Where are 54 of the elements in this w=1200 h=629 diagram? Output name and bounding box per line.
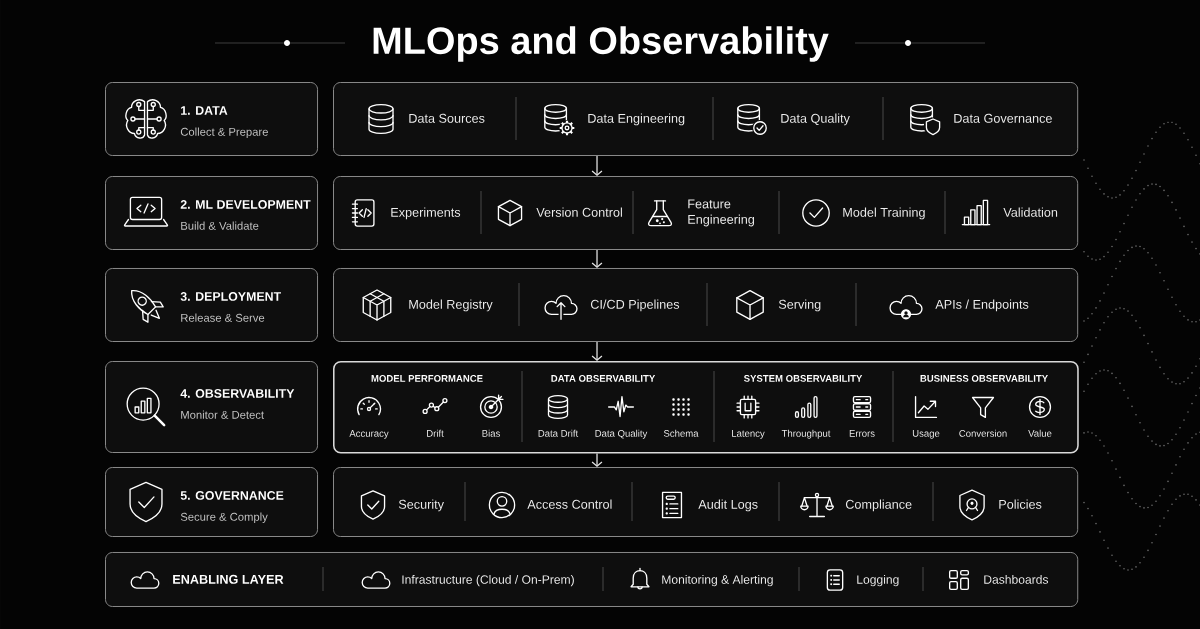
component-label: Serving <box>778 299 821 312</box>
component-label: Data Engineering <box>588 113 685 126</box>
component-label: Experiments <box>391 207 461 220</box>
component-label: Policies <box>999 499 1042 509</box>
stage-subtitle: Build & Validate <box>181 221 259 230</box>
group-heading: SYSTEM OBSERVABILITY <box>743 375 863 382</box>
stage-subtitle: Secure & Comply <box>180 512 268 524</box>
component-label: Data Quality <box>781 113 850 126</box>
component-label: Audit Logs <box>698 499 758 512</box>
stage-title: 5. GOVERNANCE <box>180 491 284 500</box>
metric-label: Errors <box>849 430 875 437</box>
component-label: Feature Engineering <box>688 199 754 227</box>
component-label: Access Control <box>527 499 612 509</box>
metric-label: Drift <box>427 429 444 437</box>
metric-label: Conversion <box>959 429 1007 437</box>
stage-title: 3. DEPLOYMENT <box>180 292 281 301</box>
stage-title: 1. DATA <box>181 106 228 115</box>
component-label: Model Training <box>843 207 925 220</box>
component-label: Logging <box>857 574 899 587</box>
component-label: APIs / Endpoints <box>935 299 1029 312</box>
group-heading: DATA OBSERVABILITY <box>551 375 656 382</box>
metric-label: Throughput <box>781 429 831 439</box>
metric-label: Value <box>1028 429 1052 437</box>
metric-label: Accuracy <box>349 430 389 439</box>
metric-label: Data Quality <box>595 429 648 439</box>
component-label: CI/CD Pipelines <box>590 299 680 312</box>
component-label: Monitoring & Alerting <box>662 574 773 587</box>
component-label: Dashboards <box>984 574 1049 584</box>
component-label: Security <box>398 499 444 512</box>
layer-title: ENABLING LAYER <box>173 574 284 584</box>
component-label: Compliance <box>845 499 912 512</box>
arrow <box>591 249 603 268</box>
metric-label: Data Drift <box>538 429 579 437</box>
stage-subtitle: Monitor & Detect <box>181 410 264 419</box>
component-label: Validation <box>1003 207 1058 217</box>
metric-label: Latency <box>732 430 765 439</box>
component-label: Infrastructure (Cloud / On-Prem) <box>402 574 574 587</box>
component-label: Data Governance <box>954 113 1052 123</box>
group-heading: MODEL PERFORMANCE <box>371 375 483 382</box>
arrow <box>591 452 603 467</box>
component-label: Data Sources <box>409 113 485 123</box>
metric-label: Bias <box>482 429 500 437</box>
title: MLOps and Observability <box>373 26 829 62</box>
arrow <box>591 341 603 361</box>
metric-label: Schema <box>663 429 699 437</box>
metric-label: Usage <box>912 430 940 439</box>
arrow <box>591 155 603 176</box>
stage-title: 2. ML DEVELOPMENT <box>180 200 311 209</box>
stage-subtitle: Release & Serve <box>181 313 265 322</box>
component-label: Version Control <box>536 207 622 217</box>
stage-title: 4. OBSERVABILITY <box>180 389 295 398</box>
stage-subtitle: Collect & Prepare <box>180 127 268 139</box>
component-label: Model Registry <box>409 299 493 312</box>
group-heading: BUSINESS OBSERVABILITY <box>920 375 1048 382</box>
